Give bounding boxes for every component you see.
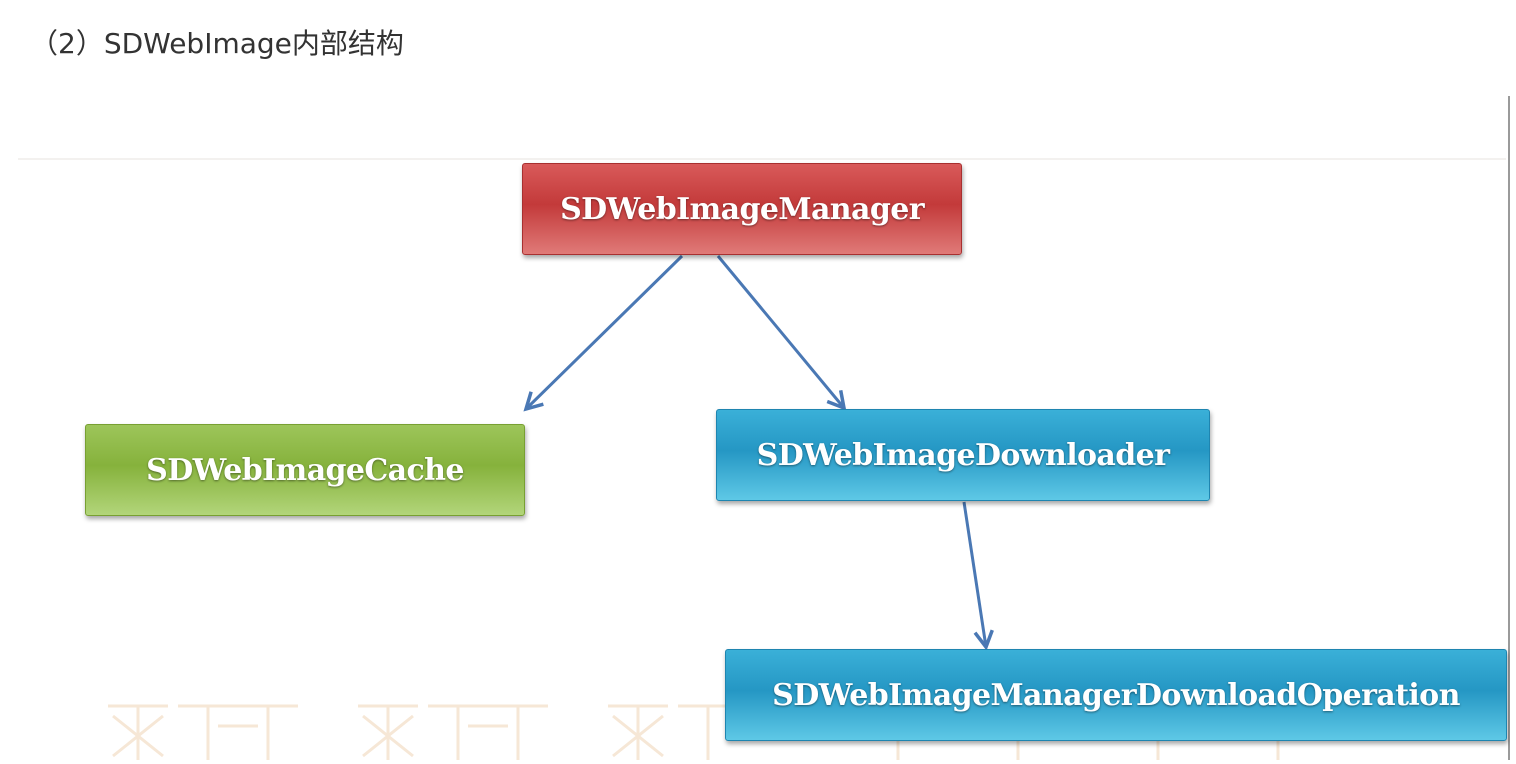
architecture-diagram: SDWebImageManager SDWebImageCache SDWebI… bbox=[18, 96, 1510, 760]
image-border bbox=[1508, 96, 1510, 760]
node-sdwebimagecache: SDWebImageCache bbox=[85, 424, 525, 516]
arrow-downloader-to-operation bbox=[962, 501, 986, 647]
section-heading: （2）SDWebImage内部结构 bbox=[30, 27, 404, 60]
node-sdwebimagemanagerdownloadoperation: SDWebImageManagerDownloadOperation bbox=[725, 649, 1507, 741]
arrow-manager-to-cache bbox=[526, 254, 684, 409]
divider bbox=[18, 158, 1506, 160]
arrow-manager-to-downloader bbox=[716, 255, 844, 408]
node-sdwebimagemanager: SDWebImageManager bbox=[522, 163, 962, 255]
node-sdwebimagedownloader: SDWebImageDownloader bbox=[716, 409, 1210, 501]
